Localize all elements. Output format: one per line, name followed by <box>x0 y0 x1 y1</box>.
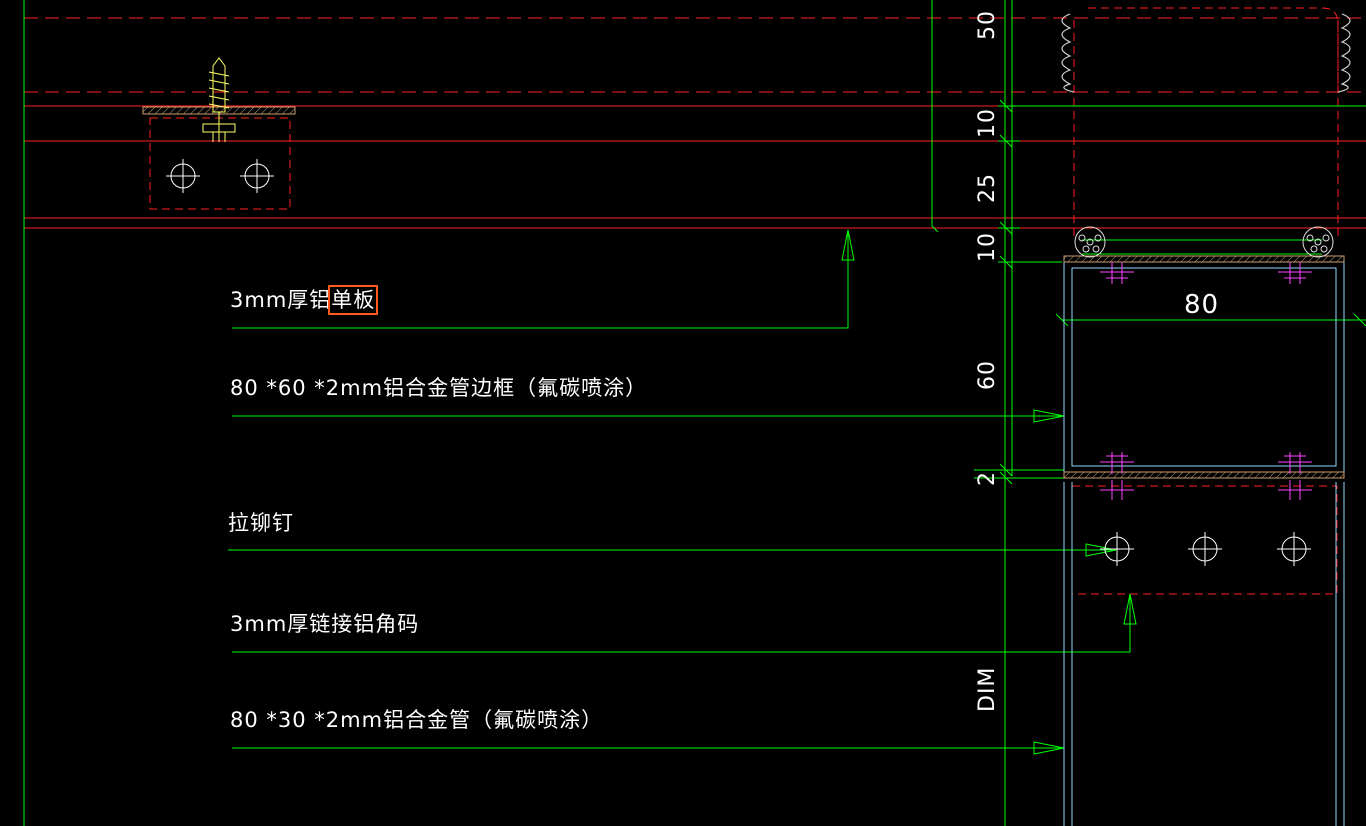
tube-outlines <box>1063 261 1345 826</box>
rivet-icon <box>1100 452 1134 474</box>
screw-icon <box>202 57 236 142</box>
label-aluminium-panel: 3mm厚铝单板 <box>230 285 379 315</box>
dim-tick-5 <box>999 463 1013 477</box>
label-aluminium-panel-prefix: 3mm厚铝 <box>230 288 332 312</box>
bolt-hole-icon <box>240 159 274 193</box>
bolt-hole-icon <box>1100 532 1134 566</box>
rivet-icon <box>1278 452 1312 474</box>
sealant-bead-left <box>1061 13 1075 93</box>
sealant-bead <box>1061 13 1351 93</box>
dimension-2: 2 <box>975 471 1000 486</box>
top-plate-hatch <box>1063 255 1345 263</box>
rivet-icon <box>1278 480 1312 500</box>
label-rivet: 拉铆钉 <box>228 511 294 535</box>
label-aluminium-panel-highlight[interactable]: 单板 <box>328 285 379 315</box>
bolt-hole-icon <box>1188 532 1222 566</box>
dimension-25: 25 <box>975 173 1000 203</box>
dim-tick-8 <box>1353 313 1366 327</box>
fastener-heads <box>1074 226 1334 258</box>
dim-tick-6 <box>999 471 1013 485</box>
leader-rivet-arrow <box>1085 543 1117 557</box>
dimension-10-top: 10 <box>975 108 1000 138</box>
bolt-head-icon <box>1074 226 1106 258</box>
bottom-plate-hatch <box>1063 471 1345 479</box>
sealant-bead-right <box>1337 13 1351 93</box>
dimension-dim-text: DIM <box>975 666 1000 712</box>
bolt-hole-icon <box>166 159 200 193</box>
screw-shank <box>212 57 226 113</box>
dimension-80: 80 <box>1184 290 1220 320</box>
dimension-10-bottom: 10 <box>975 232 1000 262</box>
bolt-head-icon <box>1302 226 1334 258</box>
dim-tick-1 <box>999 99 1013 113</box>
leader-frame-arrow <box>1033 409 1065 423</box>
leader-bracket <box>232 596 1131 653</box>
rivet-icon <box>1100 480 1134 500</box>
label-frame-tube: 80 *60 *2mm铝合金管边框（氟碳喷涂） <box>230 376 648 400</box>
dim-tick-7 <box>1055 313 1069 327</box>
dim-tick-3 <box>999 221 1013 235</box>
leader-bracket-arrow <box>1123 593 1137 625</box>
rivet-icon <box>1278 262 1312 284</box>
bolt-holes <box>166 159 1311 566</box>
screw-thread <box>208 71 230 109</box>
dim-tick-4 <box>999 255 1013 269</box>
left-bracket-outline <box>149 117 291 210</box>
frame-tube-inner <box>1071 267 1337 467</box>
dimension-50: 50 <box>975 10 1000 40</box>
guide-lines <box>23 0 1366 826</box>
fasteners <box>1100 262 1312 500</box>
dim-tick-2 <box>999 134 1013 148</box>
leader-panel <box>232 232 849 329</box>
label-bracket: 3mm厚链接铝角码 <box>230 612 420 636</box>
label-lower-tube: 80 *30 *2mm铝合金管（氟碳喷涂） <box>230 708 604 732</box>
dimension-60: 60 <box>975 360 1000 390</box>
top-profile-outline <box>1088 7 1339 88</box>
rivet-icon <box>1100 262 1134 284</box>
bolt-hole-icon <box>1277 532 1311 566</box>
leader-panel-arrow <box>841 229 855 261</box>
leader-tube-arrow <box>1033 741 1065 755</box>
guide-tick <box>931 225 939 233</box>
